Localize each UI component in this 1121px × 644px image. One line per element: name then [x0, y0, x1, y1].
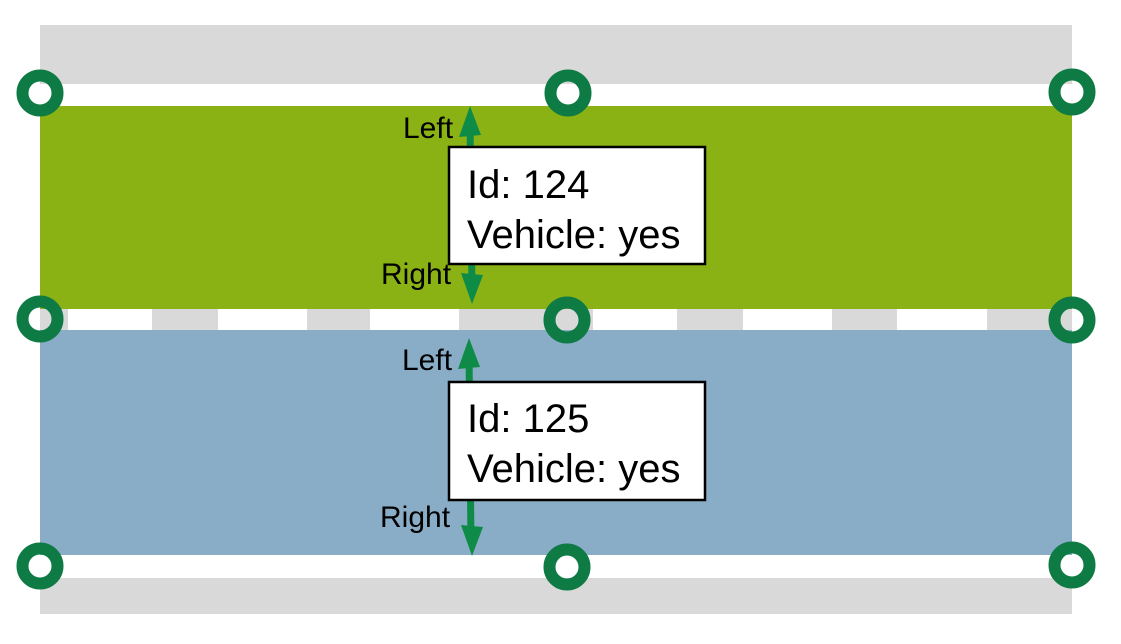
bottom-boundary-line — [40, 555, 1072, 578]
boundary-node-marker[interactable] — [1048, 296, 1096, 344]
arrowhead-down-icon — [461, 525, 483, 556]
arrowhead-down-icon — [461, 273, 483, 304]
boundary-node-marker[interactable] — [1048, 68, 1096, 116]
center-line-dash — [593, 309, 677, 330]
center-line-dash — [897, 309, 987, 330]
boundary-node-marker[interactable] — [16, 69, 64, 117]
boundary-node-marker[interactable] — [16, 295, 64, 343]
center-line-dash — [218, 309, 307, 330]
lanelet-125-info-box: Id: 125 Vehicle: yes — [447, 380, 707, 502]
boundary-node-markers — [16, 68, 1096, 591]
center-line-dash — [743, 309, 832, 330]
right-bound-label: Right — [381, 258, 452, 291]
info-box-vehicle-text: Vehicle: yes — [467, 213, 680, 257]
info-box-vehicle-text: Vehicle: yes — [467, 447, 680, 491]
arrowhead-up-icon — [458, 338, 480, 369]
right-bound-label: Right — [380, 501, 451, 534]
left-bound-label: Left — [402, 344, 453, 377]
left-bound-label: Left — [403, 112, 454, 145]
lanelet-124-info-box: Id: 124 Vehicle: yes — [447, 145, 707, 266]
info-box-id-text: Id: 124 — [467, 163, 589, 207]
center-dashed-line — [68, 309, 987, 330]
boundary-node-marker[interactable] — [543, 296, 591, 344]
boundary-node-marker[interactable] — [1048, 541, 1096, 589]
info-box-id-text: Id: 125 — [467, 397, 589, 441]
boundary-node-marker[interactable] — [544, 69, 592, 117]
center-line-dash — [68, 309, 152, 330]
arrowhead-up-icon — [459, 106, 481, 137]
info-box-frame — [447, 380, 707, 502]
info-box-frame — [447, 145, 707, 266]
boundary-node-marker[interactable] — [543, 543, 591, 591]
boundary-node-marker[interactable] — [16, 542, 64, 590]
center-line-dash — [370, 309, 459, 330]
